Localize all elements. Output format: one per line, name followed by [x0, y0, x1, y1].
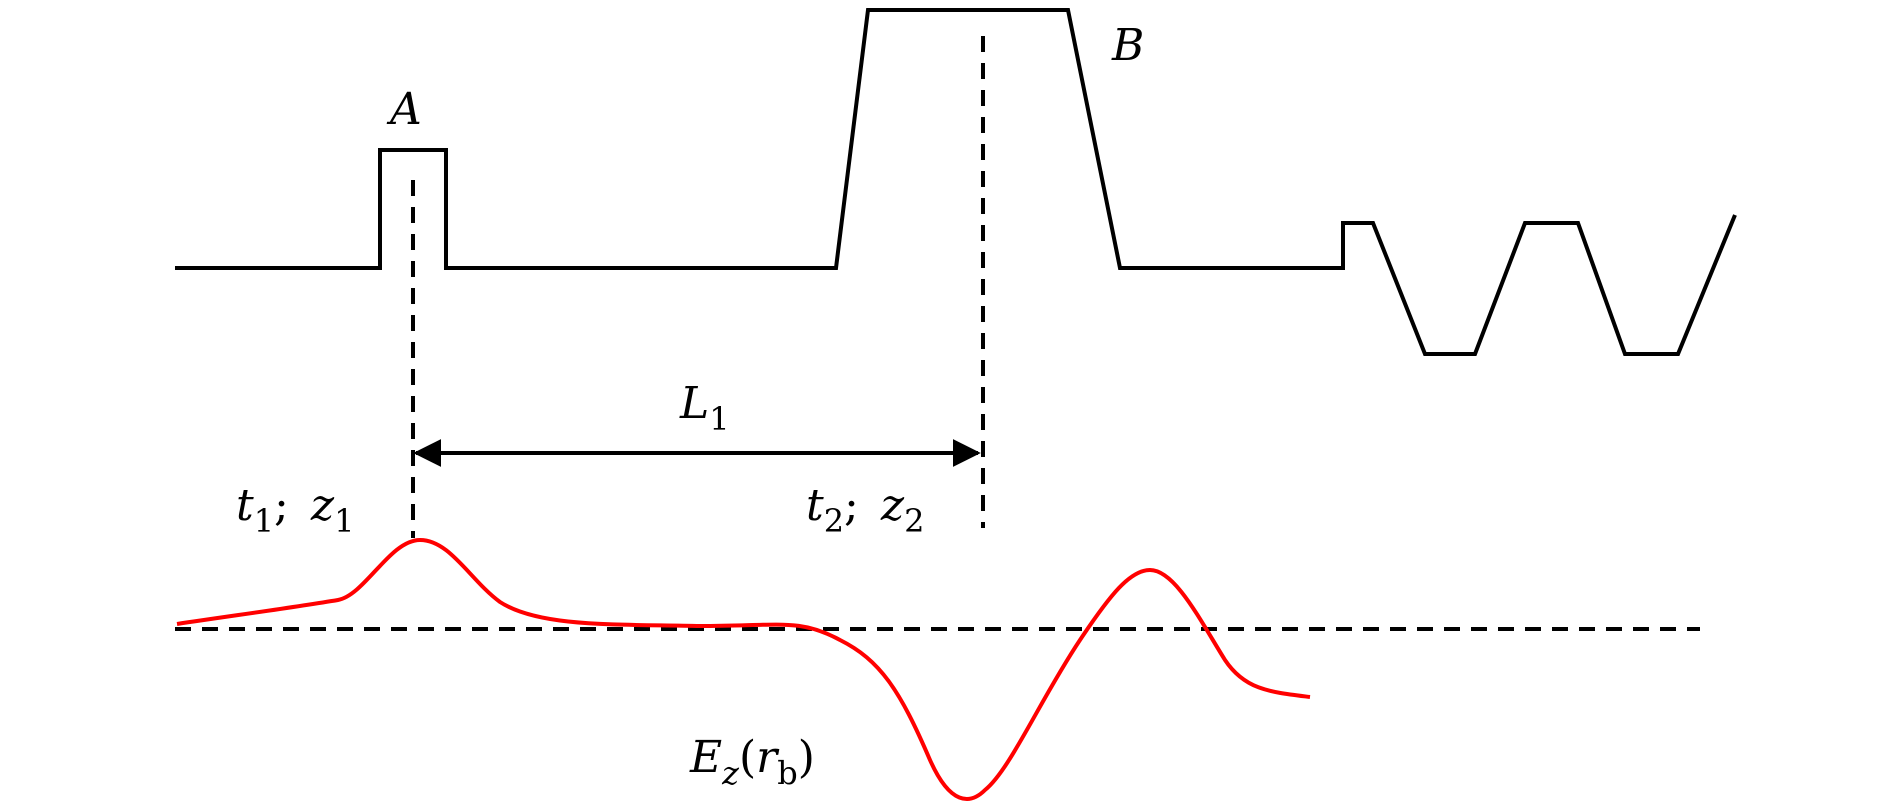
- label-b: B: [1111, 20, 1144, 71]
- structure-profile: [175, 8, 1737, 356]
- label-t1-z1: t1;z1: [236, 480, 354, 540]
- label-ez-rb: Ez(rb): [689, 732, 815, 792]
- label-l1: L1: [679, 378, 730, 438]
- label-t2-z2: t2;z2: [806, 480, 924, 540]
- field-curve: [176, 538, 1311, 801]
- label-a: A: [386, 84, 422, 135]
